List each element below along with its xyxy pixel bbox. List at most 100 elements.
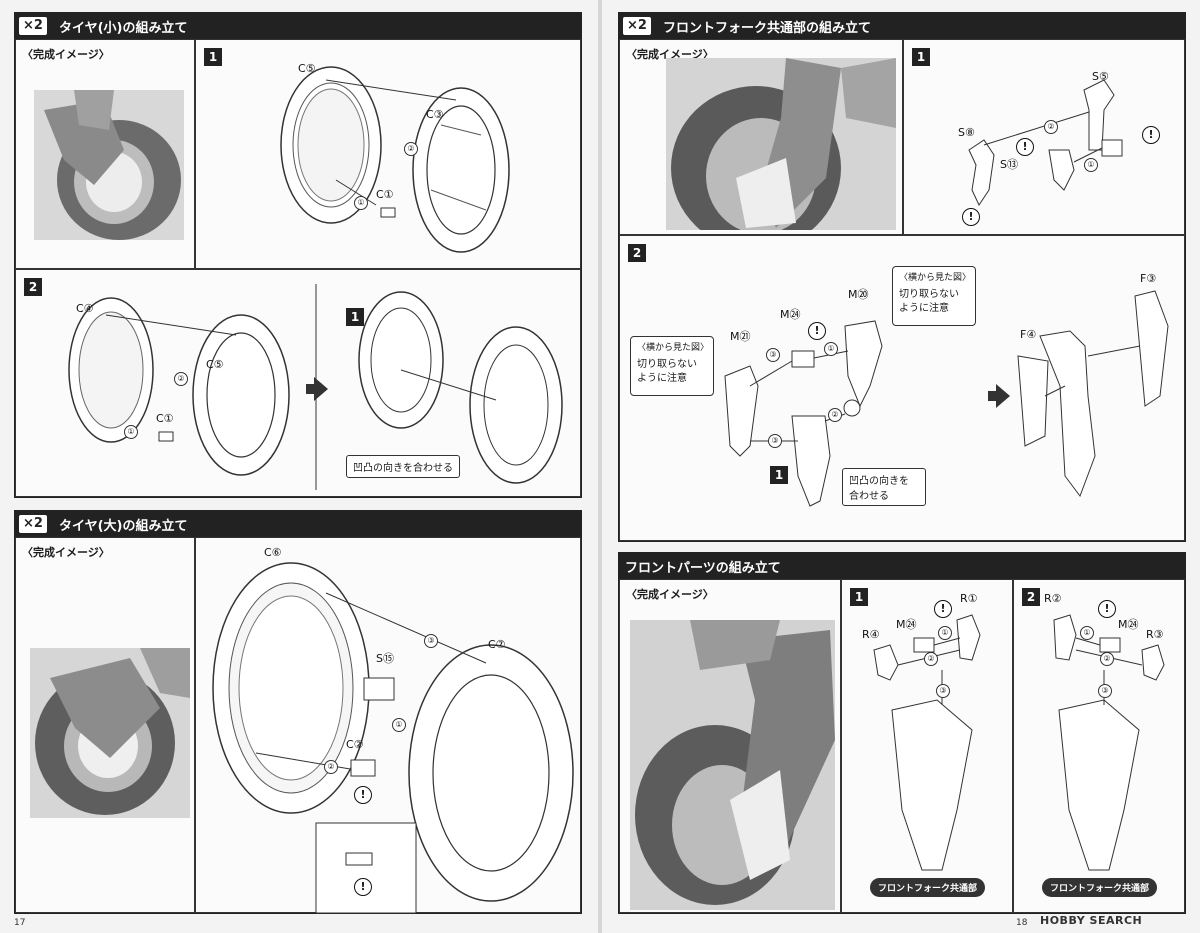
warning-icon: !: [1016, 138, 1034, 156]
part-label-c3: C③: [426, 108, 444, 121]
part-label-c6: C⑥: [264, 546, 282, 559]
warning-icon: !: [962, 208, 980, 226]
fork-parts-diagram: [968, 79, 1123, 207]
part-label-f3: F③: [1140, 272, 1157, 285]
part-label-r1: R①: [960, 592, 978, 605]
step-order-2: ②: [1100, 652, 1114, 666]
step-number-badge: 1: [204, 48, 222, 66]
part-label-r2: R②: [1044, 592, 1062, 605]
completed-image-cell: 〈完成イメージ〉: [619, 39, 903, 235]
rim-and-tire-diagram-2: [68, 284, 563, 490]
step-number-badge: 2: [628, 244, 646, 262]
step-order-2: ②: [404, 142, 418, 156]
step-order-1: ①: [1080, 626, 1094, 640]
part-label-s13: S⑬: [1000, 158, 1018, 171]
section-tire-small: ×2 タイヤ(小)の組み立て 〈完成イメージ〉 1: [14, 12, 582, 498]
completed-image-cell: 〈完成イメージ〉: [15, 39, 195, 269]
step2-cell: 2 R② R③ M㉔ ① ② ③ ! フロントフォーク共通部: [1013, 579, 1185, 913]
step-order-3b: ③: [768, 434, 782, 448]
page-number-left: 17: [14, 918, 26, 928]
front-part-right-diagram: [1053, 614, 1165, 871]
step-order-3: ③: [936, 684, 950, 698]
flow-arrow-bar: [306, 384, 316, 394]
part-label-c1: C①: [376, 188, 394, 201]
section-header: フロントパーツの組み立て: [619, 553, 1185, 579]
step1-cell: 1 R① R④ M㉔ ① ② ③ ! フロントフォーク共通部: [841, 579, 1013, 913]
step-order-2: ②: [174, 372, 188, 386]
completed-image-cell: 〈完成イメージ〉: [619, 579, 841, 913]
part-label-s8: S⑧: [958, 126, 975, 139]
step-order-3: ③: [766, 348, 780, 362]
step2-cell: 2 M㉑ M㉔ M⑳ F④ F③ ③ ① ② ③ ! 〈横から見た図〉: [619, 235, 1185, 541]
front-part-left-diagram: [873, 614, 981, 871]
part-label-m24: M㉔: [1118, 618, 1139, 631]
part-label-m24: M㉔: [896, 618, 917, 631]
step-order-1: ①: [354, 196, 368, 210]
warning-icon: !: [354, 786, 372, 804]
warning-icon: !: [808, 322, 826, 340]
step1-cell: 1 S⑤ S⑧ S⑬ ② ① ! ! !: [903, 39, 1185, 235]
completed-tire-photo: [34, 90, 184, 240]
section-title: タイヤ(小)の組み立て: [58, 20, 188, 36]
page-spine: [598, 0, 602, 933]
part-label-s15: S⑮: [376, 652, 394, 665]
step-order-1: ①: [938, 626, 952, 640]
completed-front-parts-photo: [630, 620, 835, 910]
step-order-2: ②: [324, 760, 338, 774]
side-view-callout-2: 〈横から見た図〉 切り取らない ように注意: [892, 266, 976, 326]
part-label-m24: M㉔: [780, 308, 801, 321]
step-number-badge: 2: [1022, 588, 1040, 606]
completed-image-label: 〈完成イメージ〉: [626, 588, 714, 601]
step-number-badge: 1: [850, 588, 868, 606]
completed-image-cell: 〈完成イメージ〉: [15, 537, 195, 913]
step2-cell: 2 C④ C⑤ C① ② ① 1 凹凸の向きを合わせる: [15, 269, 581, 497]
step-number-badge: 1: [912, 48, 930, 66]
section-header: ×2 タイヤ(小)の組み立て: [15, 13, 581, 39]
step-order-1: ①: [824, 342, 838, 356]
section-title: フロントフォーク共通部の組み立て: [662, 20, 871, 36]
part-label-r4: R④: [862, 628, 880, 641]
step1-cell: 1 C⑤ C③ C① ② ①: [195, 39, 581, 269]
base-label: フロントフォーク共通部: [870, 878, 986, 897]
flow-arrow-bar: [988, 391, 998, 401]
side-view-note: 切り取らない ように注意: [637, 359, 697, 384]
section-header: ×2 タイヤ(大)の組み立て: [15, 511, 581, 537]
section-front-fork: ×2 フロントフォーク共通部の組み立て 〈完成イメージ〉 1 S⑤ S⑧: [618, 12, 1186, 542]
side-view-callout: 〈横から見た図〉 切り取らない ように注意: [630, 336, 714, 396]
side-view-title: 〈横から見た図〉: [637, 343, 710, 353]
part-label-s5: S⑤: [1092, 70, 1109, 83]
section-title: タイヤ(大)の組み立て: [58, 518, 188, 534]
part-label-r3: R③: [1146, 628, 1164, 641]
part-label-f4: F④: [1020, 328, 1037, 341]
step-ref-badge: 1: [770, 466, 788, 484]
step-order-2: ②: [828, 408, 842, 422]
completed-fork-photo: [666, 58, 896, 230]
part-label-c7: C⑦: [488, 638, 506, 651]
step-order-2: ②: [1044, 120, 1058, 134]
warning-icon: !: [1098, 600, 1116, 618]
section-front-parts: フロントパーツの組み立て 〈完成イメージ〉 1 R① R④ M: [618, 552, 1186, 914]
step-cell: C⑥ C⑦ S⑮ C② ③ ② ① ! !: [195, 537, 581, 914]
warning-icon-detail: !: [354, 878, 372, 896]
side-view-note: 切り取らない ように注意: [899, 289, 959, 314]
part-label-m20: M⑳: [848, 288, 869, 301]
part-label-c5: C⑤: [298, 62, 316, 75]
part-label-c2: C②: [346, 738, 364, 751]
flow-arrow-icon: [996, 384, 1010, 408]
page-number-right: 18: [1016, 918, 1028, 928]
fork-assembly-diagram: [724, 290, 1169, 507]
completed-image-label: 〈完成イメージ〉: [22, 546, 110, 559]
step-order-3: ③: [1098, 684, 1112, 698]
step-ref-badge: 1: [346, 308, 364, 326]
base-label: フロントフォーク共通部: [1042, 878, 1158, 897]
step-order-1: ①: [1084, 158, 1098, 172]
alignment-note: 凹凸の向きを 合わせる: [842, 468, 926, 506]
step-order-3: ③: [424, 634, 438, 648]
section-header: ×2 フロントフォーク共通部の組み立て: [619, 13, 1185, 39]
step-order-1: ①: [124, 425, 138, 439]
part-label-c5: C⑤: [206, 358, 224, 371]
step-number-badge: 2: [24, 278, 42, 296]
warning-icon: !: [934, 600, 952, 618]
alignment-note: 凹凸の向きを合わせる: [346, 455, 460, 478]
step-order-2: ②: [924, 652, 938, 666]
